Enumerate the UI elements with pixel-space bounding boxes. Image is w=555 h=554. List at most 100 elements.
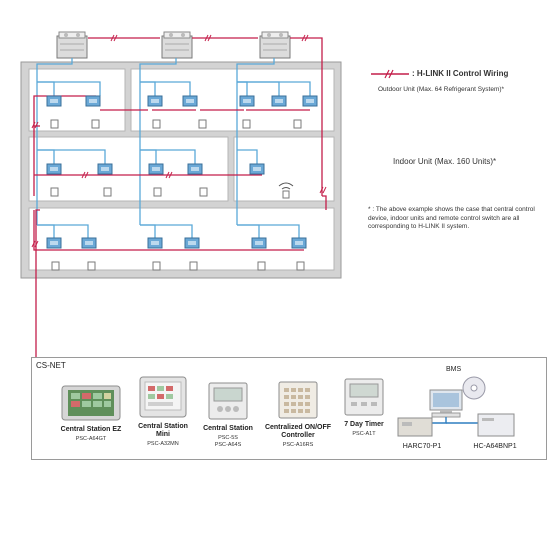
indoor-unit-icon [46,95,62,107]
indoor-unit-icon [85,95,101,107]
wire-tick-mark [204,34,209,42]
wire-tick-mark [31,121,36,129]
remote-controller-icon [87,261,96,271]
refrigerant-pipe [140,224,193,238]
indoor-unit-icon [147,237,163,249]
refrigerant-pipe [140,149,157,164]
device-name: Central Station [203,425,253,432]
legend-outdoor-unit: Outdoor Unit (Max. 64 Refrigerant System… [378,86,505,93]
indoor-unit-icon [271,95,287,107]
outdoor-unit-icon [161,31,193,59]
refrigerant-pipe [140,81,191,96]
wire-tick-mark [319,186,324,194]
device-name: HARC70-P1 [402,443,442,450]
device-onoff-controller[interactable]: Centralized ON/OFF Controller PSC-A16RS [262,381,334,449]
remote-controller-icon [199,187,208,197]
indoor-unit-icon [187,163,203,175]
indoor-unit-icon [182,95,198,107]
legend-indoor-unit: Indoor Unit (Max. 160 Units)* [393,157,497,166]
device-name: Central Station Mini [138,423,188,438]
remote-controller-icon [91,119,100,129]
legend-note: * : The above example shows the case tha… [368,206,535,230]
remote-controller-icon [189,261,198,271]
refrigerant-pipe [237,149,258,164]
remote-controller-icon [242,119,251,129]
wire-tick-mark [301,34,306,42]
refrigerant-pipe [37,81,101,96]
timer-icon [344,378,384,416]
wire-tick-mark [110,34,115,42]
device-name: 7 Day Timer [344,421,384,428]
refrigerant-pipe [37,149,106,164]
wireless-receiver-icon [278,182,294,199]
wire-tick-mark [304,34,309,42]
controller-icon [208,382,248,420]
device-central-station-mini[interactable]: Central Station Mini PSC-A32MN [131,376,195,448]
refrigerant-pipe [37,224,55,238]
wire-tick-mark [81,171,86,179]
legend-control-wiring: : H-LINK II Control Wiring [412,69,509,78]
device-model: PSC-A16RS [282,442,314,448]
device-model: PSC-5S PSC-A64S [214,435,242,448]
refrigerant-pipe [140,81,156,96]
refrigerant-pipe [37,81,55,96]
indoor-unit-icon [81,237,97,249]
outdoor-unit-icon [56,31,88,59]
device-central-station[interactable]: Central Station PSC-5S PSC-A64S [197,382,259,449]
refrigerant-pipe [237,81,248,96]
indoor-unit-icon [184,237,200,249]
indoor-unit-icon [239,95,255,107]
refrigerant-pipe [140,224,156,238]
device-model: PSC-A1T [352,431,376,437]
indoor-unit-icon [251,237,267,249]
indoor-unit-icon [249,163,265,175]
device-hc-a64bnp1[interactable]: HC-A64BNP1 [462,443,528,451]
control-wire [322,195,327,210]
refrigerant-pipe [237,81,280,96]
outdoor-unit-icon [259,31,291,59]
wire-tick-mark [113,34,118,42]
refrigerant-pipe [37,149,55,164]
indoor-unit-icon [97,163,113,175]
device-central-station-ez[interactable]: Central Station EZ PSC-A64GT [55,385,127,443]
refrigerant-pipe [139,58,177,225]
remote-controller-icon [50,119,59,129]
wire-tick-mark [207,34,212,42]
bms-network [397,376,515,437]
remote-controller-icon [51,261,60,271]
hc-a64bnp1-gateway-icon [477,413,515,437]
onoff-controller-icon [278,381,318,419]
refrigerant-pipe [36,58,73,225]
device-name: HC-A64BNP1 [473,443,517,450]
floor-panels [28,68,335,271]
remote-controller-icon [50,187,59,197]
touchscreen-mini-icon [139,376,187,418]
device-7-day-timer[interactable]: 7 Day Timer PSC-A1T [337,378,391,438]
device-harc70[interactable]: HARC70-P1 [392,443,452,451]
device-name: Centralized ON/OFF Controller [264,424,332,439]
device-model: PSC-A32MN [147,441,179,447]
remote-controller-icon [103,187,112,197]
disc-icon [462,376,486,400]
bms-label: BMS [446,366,462,373]
touchscreen-icon [61,385,121,421]
remote-controller-icon [152,119,161,129]
csnet-link-wire [35,209,40,357]
remote-controller-icon [153,187,162,197]
indoor-unit-icon [46,237,62,249]
wire-tick-mark [322,186,327,194]
control-wire [33,210,94,251]
wire-tick-mark [31,240,36,248]
remote-controller-icon [198,119,207,129]
wiring-legend-symbol [371,69,409,79]
remote-controller-icon [152,261,161,271]
device-model: PSC-A64GT [75,436,107,442]
indoor-unit-icon [147,95,163,107]
csnet-title: CS-NET [36,361,66,370]
wire-tick-mark [84,171,89,179]
control-wire [33,95,96,196]
remote-controller-icon [293,119,302,129]
remote-controller-icon [257,261,266,271]
indoor-unit-icon [148,163,164,175]
